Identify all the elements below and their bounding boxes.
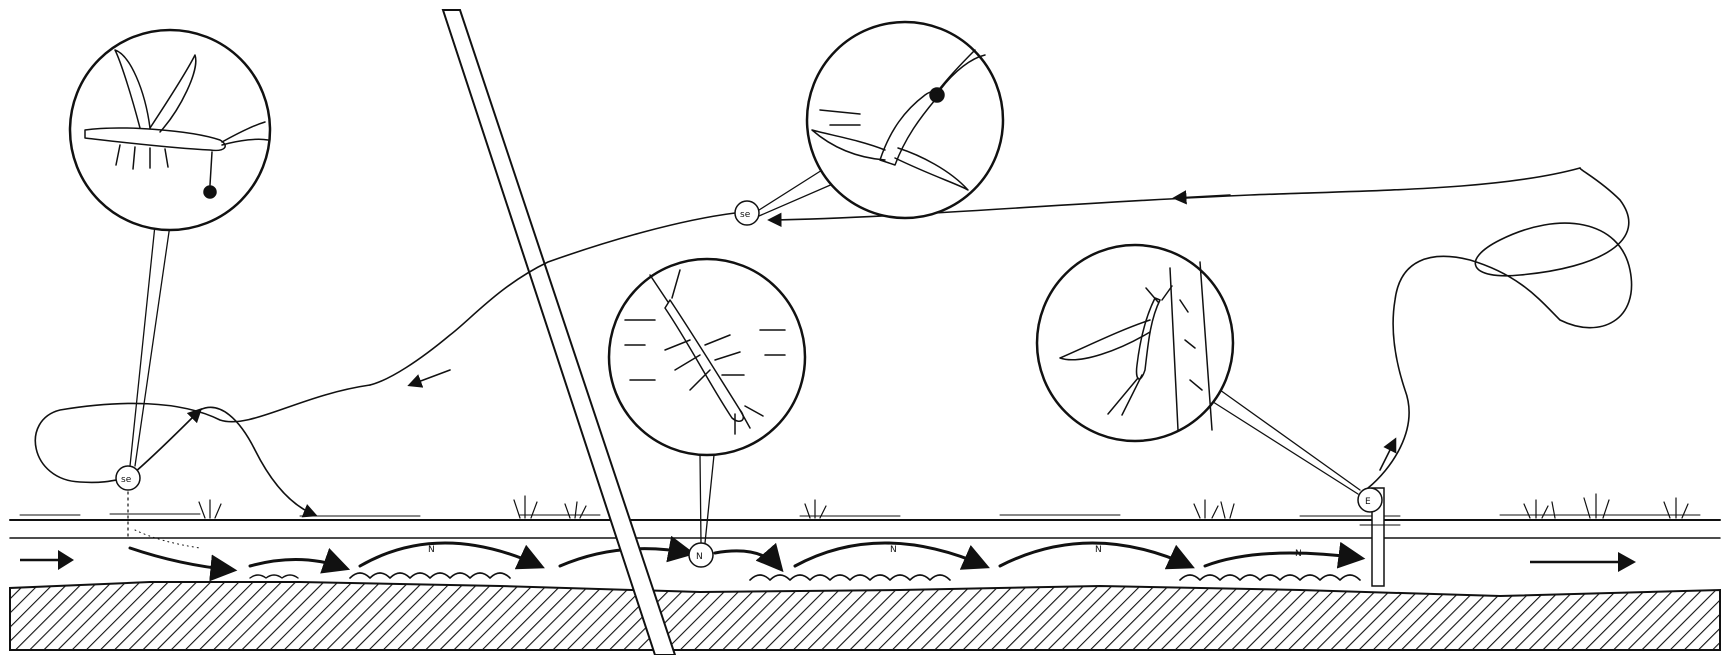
- nymph-marker: N: [1295, 549, 1302, 559]
- svg-text:N: N: [696, 552, 703, 562]
- current-arrow-left: [20, 550, 74, 570]
- stage-marker-dun: se: [735, 201, 759, 225]
- stage-marker-nymph: N: [689, 543, 713, 567]
- callout-dun: [807, 22, 1003, 218]
- stage-marker-spinner: se: [116, 466, 140, 490]
- stream-bed: [10, 582, 1720, 650]
- nymph-path-arrows: N N N N: [130, 543, 1360, 570]
- svg-text:E: E: [1365, 497, 1371, 507]
- flight-path: [35, 168, 1631, 515]
- nymph-marker: N: [890, 545, 897, 555]
- grass-tufts: [199, 494, 1688, 518]
- nymph-marker: N: [428, 545, 435, 555]
- water-surface: [10, 514, 1720, 538]
- stream-stones: [250, 573, 1360, 580]
- callout-spinner: [70, 30, 270, 230]
- svg-text:se: se: [740, 210, 751, 220]
- svg-text:se: se: [121, 475, 132, 485]
- nymph-marker: N: [1095, 545, 1102, 555]
- current-arrow-right: [1530, 552, 1636, 572]
- callout-emerger: [1037, 245, 1233, 441]
- stage-marker-emerger: E: [1358, 488, 1382, 512]
- callout-nymph: [609, 259, 805, 455]
